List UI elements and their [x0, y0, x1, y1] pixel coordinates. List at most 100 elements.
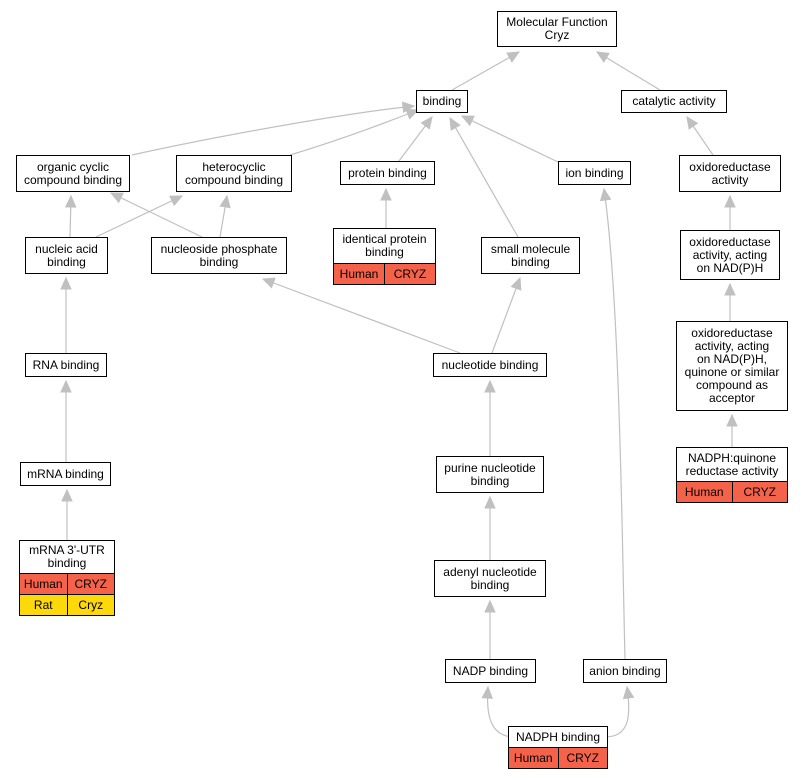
term-label-line: compound as — [695, 378, 769, 392]
go-term-binding[interactable]: binding — [416, 90, 468, 113]
go-term-mrna-label: mRNA binding — [27, 466, 104, 481]
go-term-mrna[interactable]: mRNA binding — [20, 462, 111, 486]
term-label-line: activity — [711, 172, 749, 187]
go-term-nadp[interactable]: NADP binding — [445, 659, 536, 683]
term-label-line: small molecule — [490, 241, 571, 256]
go-term-catalytic[interactable]: catalytic activity — [621, 90, 727, 113]
go-term-catalytic-label: catalytic activity — [632, 95, 715, 108]
annotation-species-cell[interactable]: Human — [334, 264, 384, 284]
term-label-line: quinone or similar — [684, 365, 780, 379]
go-term-nucleotide[interactable]: nucleotide binding — [433, 353, 547, 377]
arrowhead-identical-to-protein — [380, 187, 392, 201]
term-label-line: purine nucleotide — [444, 460, 536, 475]
arrowhead-oxido-to-catalytic — [686, 116, 699, 130]
edge-organic-to-binding — [131, 105, 415, 156]
arrowhead-hetero-to-binding — [405, 108, 420, 120]
edge-hetero-to-binding — [289, 109, 419, 156]
arrowhead-binding-to-mf — [506, 51, 521, 63]
term-label-line: NADP binding — [452, 663, 529, 678]
term-label-line: binding — [47, 556, 87, 570]
term-label-line: oxidoreductase — [689, 234, 771, 249]
arrowhead-nadphq-to-oxquinone — [726, 413, 738, 427]
edge-nucleic-to-hetero — [95, 195, 183, 238]
term-label-line: mRNA binding — [27, 466, 104, 481]
term-label-line: on NAD(P)H, — [696, 352, 767, 366]
annotation-gene-cell[interactable]: CRYZ — [557, 748, 607, 768]
annotation-gene-cell[interactable]: CRYZ — [731, 482, 787, 502]
term-label-line: binding — [470, 577, 510, 592]
term-label-line: reductase activity — [685, 463, 779, 478]
annotation-gene-cell[interactable]: CRYZ — [384, 264, 435, 284]
term-label-line: binding — [470, 473, 510, 488]
annotation-gene-cell[interactable]: CRYZ — [66, 574, 114, 594]
term-label-line: activity, acting — [694, 339, 770, 353]
go-term-nadph-label: NADPH binding — [515, 729, 601, 744]
annotation-gene-cell[interactable]: Cryz — [66, 595, 114, 615]
annotation-species-cell[interactable]: Human — [509, 748, 558, 768]
term-label-line: heterocyclic — [202, 159, 266, 174]
term-label-line: acceptor — [708, 391, 756, 405]
arrowhead-catalytic-to-mf — [595, 51, 610, 63]
term-label-line: mRNA 3'-UTR — [29, 543, 105, 557]
arrowhead-adenyl-to-purine — [484, 495, 496, 509]
annotation-species-cell[interactable]: Human — [20, 574, 67, 594]
arrowhead-nucphos-to-hetero — [219, 194, 231, 209]
term-label-line: binding — [511, 254, 550, 269]
go-term-binding-label: binding — [423, 95, 462, 108]
arrowhead-nadph-to-nadp — [481, 685, 493, 699]
annotation-species-cell[interactable]: Rat — [20, 595, 67, 615]
term-label-line: catalytic activity — [632, 94, 716, 108]
go-term-protein[interactable]: protein binding — [340, 161, 435, 185]
term-label-line: binding — [199, 254, 239, 269]
arrowhead-smallmol-to-binding — [449, 116, 461, 131]
edge-nucleotide-to-smallmol — [491, 277, 521, 354]
go-term-nadph[interactable]: NADPH binding — [508, 726, 608, 748]
term-label-line: ion binding — [565, 165, 624, 180]
term-label-line: binding — [422, 94, 462, 108]
term-label-line: nucleotide binding — [441, 357, 539, 372]
arrowhead-oxquinone-to-oxnadph — [724, 282, 736, 296]
arrowhead-rna-to-nucleic — [60, 276, 72, 290]
go-term-ion[interactable]: ion binding — [558, 161, 631, 185]
term-label-line: adenyl nucleotide — [443, 564, 537, 579]
edge-nucphos-to-organic — [110, 192, 203, 238]
term-label-line: Molecular Function — [506, 15, 608, 29]
annotation-species-cell[interactable]: Human — [677, 482, 732, 502]
term-label-line: compound binding — [23, 172, 123, 187]
edge-binding-to-mf — [451, 51, 520, 91]
term-label-line: NADPH binding — [515, 729, 601, 744]
go-term-rna[interactable]: RNA binding — [25, 353, 107, 377]
go-term-nucleotide-label: nucleotide binding — [441, 357, 539, 372]
go-term-anion[interactable]: anion binding — [583, 659, 667, 683]
edge-anion-to-ion — [603, 188, 626, 660]
arrowhead-nucleotide-to-nucphos — [261, 277, 276, 289]
